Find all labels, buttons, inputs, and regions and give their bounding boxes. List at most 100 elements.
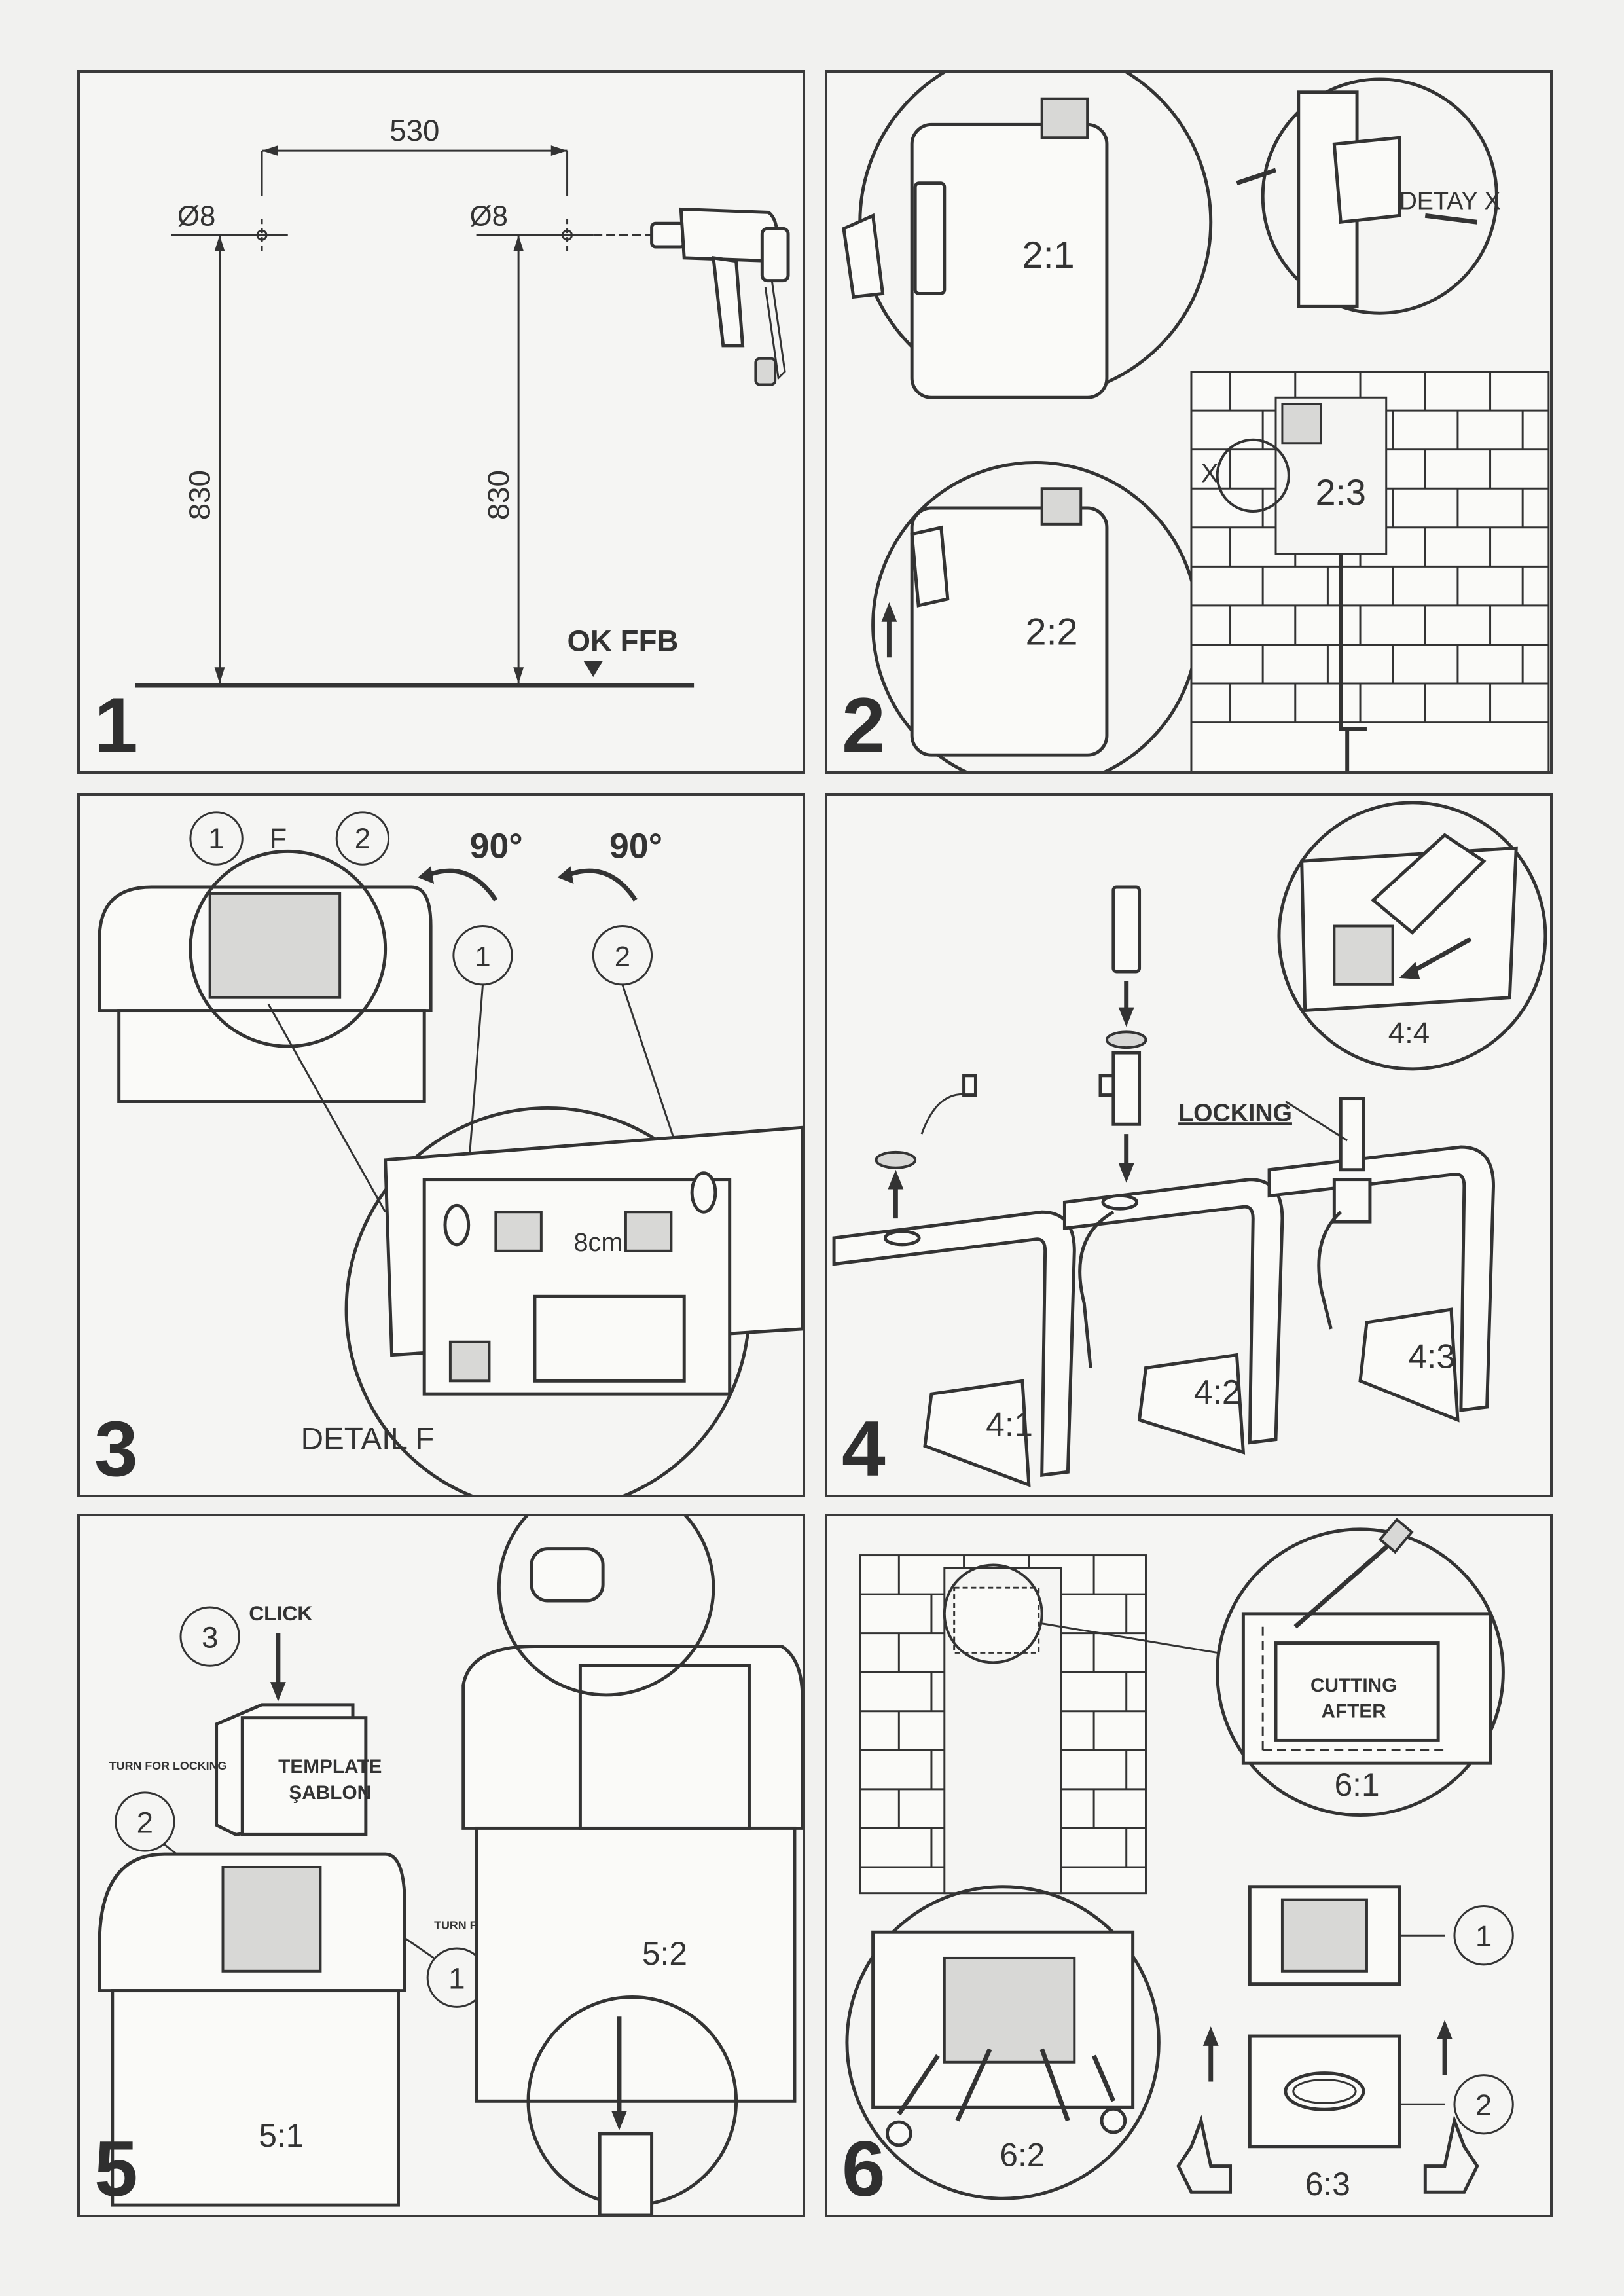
- step-6-2-label: 6:2: [1000, 2137, 1045, 2174]
- panel-6-drawing: CUTTING AFTER 6:1 6:2 1 2: [845, 1518, 1514, 2202]
- cistern-5-2: [461, 1516, 803, 2215]
- panel-1-drilling: 530 Ø8 Ø8 830 830 OK FFB 1: [77, 70, 805, 774]
- callout-3: 3: [202, 1620, 218, 1654]
- panel-5-template: 3 CLICK TEMPLATE ŞABLON TURN FOR LOCKING…: [77, 1514, 805, 2217]
- finished-wall: [859, 1554, 1147, 1895]
- click-label: CLICK: [249, 1601, 312, 1625]
- step-number: 6: [842, 2125, 886, 2213]
- step-5-2-label: 5:2: [642, 1935, 687, 1972]
- step-number: 3: [94, 1405, 138, 1493]
- arrow-icon: [1411, 937, 1472, 974]
- arrow-icon: [513, 235, 524, 251]
- step-4-1-label: 4:1: [986, 1406, 1033, 1444]
- arrow-icon: [513, 667, 524, 684]
- width-dimension: 530: [389, 114, 439, 147]
- step-4-4-label: 4:4: [1388, 1016, 1430, 1049]
- bracket-4-1: [832, 1074, 1076, 1487]
- step-4-3-label: 4:3: [1408, 1337, 1455, 1375]
- callout-2: 2: [355, 822, 370, 854]
- callout-circle: [335, 811, 390, 866]
- step-5-1-label: 5:1: [259, 2117, 304, 2154]
- locking-label: LOCKING: [1178, 1099, 1292, 1126]
- rot-callout-2: 2: [615, 941, 630, 973]
- panel-2-drawing: 2:1 2:2 DETAY X 2: [842, 73, 1550, 771]
- detail-circle-6-1: [1216, 1518, 1505, 1817]
- curved-arrow-icon: [920, 1093, 971, 1135]
- callout-2: 2: [1475, 2088, 1492, 2122]
- bracket-icon: [842, 213, 885, 299]
- arrow-icon: [550, 145, 568, 156]
- cutting-label-2: AFTER: [1322, 1701, 1386, 1722]
- rotate-arrow-icon: [418, 866, 435, 884]
- zoom-circle-top: [497, 1516, 715, 1697]
- up-arrow-icon: [881, 602, 897, 622]
- panel-3-rotate: 1 F 2 90° 90° 1 2 8cm DETAIL F: [77, 793, 805, 1497]
- detail-circle-x: [1236, 77, 1498, 315]
- step-number: 4: [842, 1405, 886, 1493]
- rot-callout-1: 1: [475, 941, 490, 973]
- panel-6-finish: CUTTING AFTER 6:1 6:2 1 2: [825, 1514, 1553, 2217]
- flush-plate-frame: [1248, 1885, 1445, 1986]
- rotate-1-label: 90°: [470, 826, 523, 866]
- valve-icon: [1111, 1051, 1142, 1126]
- bracket-4-2: [1062, 885, 1284, 1455]
- flush-button-plate: [1248, 2034, 1445, 2149]
- detail-circle-4-4: [1277, 801, 1547, 1071]
- drill-icon: [593, 207, 790, 386]
- height-left-label: 830: [183, 470, 217, 520]
- floor-label: OK FFB: [568, 624, 679, 657]
- plate-text: 8cm: [573, 1228, 623, 1257]
- callout-1: 1: [448, 1962, 465, 1995]
- height-right-label: 830: [482, 470, 515, 520]
- detail-circle-2-1: [842, 73, 1213, 399]
- cap-icon: [962, 1074, 977, 1097]
- callout-1: 1: [208, 822, 224, 854]
- arrow-icon: [214, 235, 225, 251]
- cutting-label-1: CUTTING: [1310, 1675, 1397, 1696]
- zoom-circle-small: [189, 849, 388, 1048]
- hole-left-label: Ø8: [177, 200, 215, 232]
- down-arrow-icon: [1118, 1163, 1134, 1183]
- callout-1: 1: [1475, 1920, 1492, 1953]
- bracket-4-3: [1267, 1097, 1495, 1423]
- up-arrow-icon: [888, 1169, 904, 1190]
- panel-4-valve: 4:1 4:2 LOCKING 4:3: [825, 793, 1553, 1497]
- callout-circle: [115, 1791, 175, 1852]
- nut-icon: [875, 1150, 917, 1169]
- brick-wall: [1190, 371, 1550, 771]
- callout-f: F: [270, 822, 287, 854]
- callout-2: 2: [137, 1806, 153, 1839]
- callout-circle: [1453, 2074, 1514, 2135]
- nut-icon: [1105, 1030, 1147, 1049]
- knife-icon: [1293, 1534, 1401, 1629]
- step-number: 5: [94, 2125, 138, 2213]
- cistern-illustration: [98, 849, 433, 1103]
- down-arrow-icon: [270, 1682, 286, 1702]
- detail-x-marker: X: [1201, 459, 1218, 488]
- step-6-1-label: 6:1: [1335, 1766, 1380, 1803]
- hole-right-label: Ø8: [470, 200, 508, 232]
- arrow-icon: [214, 667, 225, 684]
- up-arrow-icon: [1437, 2020, 1453, 2040]
- hand-icon: [1176, 2115, 1233, 2194]
- callout-circle: [189, 811, 244, 866]
- down-arrow-icon: [1118, 1007, 1134, 1027]
- panel-2-mounting: 2:1 2:2 DETAY X 2: [825, 70, 1553, 774]
- cistern-5-1: [98, 1852, 406, 2207]
- step-number: 1: [94, 682, 138, 769]
- hand-icon: [1423, 2115, 1479, 2194]
- step-2-2-label: 2:2: [1026, 611, 1078, 653]
- template-label-2: ŞABLON: [289, 1782, 371, 1804]
- panel-1-drawing: 530 Ø8 Ø8 830 830 OK FFB: [135, 114, 790, 688]
- detail-circle-6-2: [845, 1885, 1161, 2200]
- detail-f-circle: [267, 1003, 803, 1495]
- step-2-3-label: 2:3: [1316, 472, 1366, 513]
- step-2-1-label: 2:1: [1022, 234, 1075, 276]
- callout-circle: [179, 1606, 240, 1667]
- pipe-icon: [1111, 885, 1142, 974]
- pipe-icon: [1339, 1097, 1365, 1172]
- rotate-arrow-icon: [557, 866, 574, 884]
- detail-circle-2-2: [871, 461, 1200, 771]
- rotate-2-label: 90°: [609, 826, 662, 866]
- step-number: 2: [842, 682, 886, 769]
